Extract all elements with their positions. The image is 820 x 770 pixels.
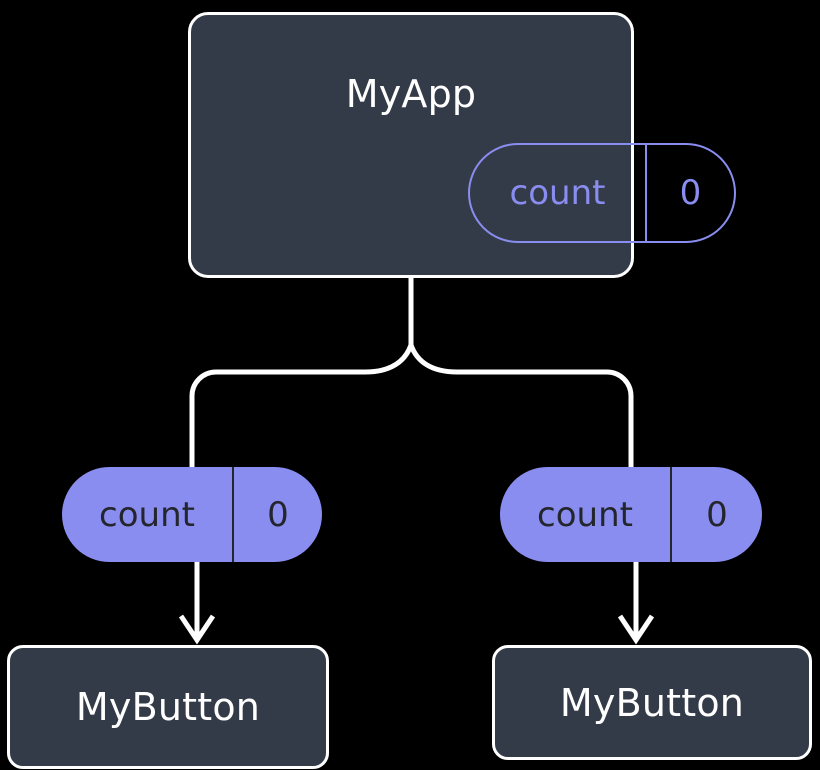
widget-node-myapp-label: MyApp <box>345 72 477 116</box>
connector-fork-left <box>189 344 414 470</box>
widget-node-mybutton-right-label: MyButton <box>559 680 745 725</box>
state-pill-myapp-value: 0 <box>679 173 702 213</box>
state-pill-child-right-key: count <box>500 467 672 562</box>
state-pill-myapp[interactable]: count 0 <box>468 143 736 243</box>
widget-node-myapp[interactable]: MyApp count 0 <box>188 12 736 278</box>
widget-node-mybutton-right[interactable]: MyButton <box>492 645 812 760</box>
widget-node-mybutton-left-label: MyButton <box>75 685 261 729</box>
state-pill-child-left-key: count <box>62 467 234 562</box>
arrow-right-head-icon <box>617 614 655 645</box>
state-pill-child-left[interactable]: count 0 <box>62 467 322 562</box>
arrow-left-head-icon <box>178 614 216 645</box>
state-pill-child-left-value: 0 <box>267 494 289 535</box>
state-pill-child-right-value: 0 <box>706 494 728 535</box>
state-pill-myapp-key: count <box>470 145 647 241</box>
widget-node-mybutton-left[interactable]: MyButton <box>7 645 329 769</box>
connector-fork-right <box>408 344 634 470</box>
state-pill-child-right[interactable]: count 0 <box>500 467 762 562</box>
